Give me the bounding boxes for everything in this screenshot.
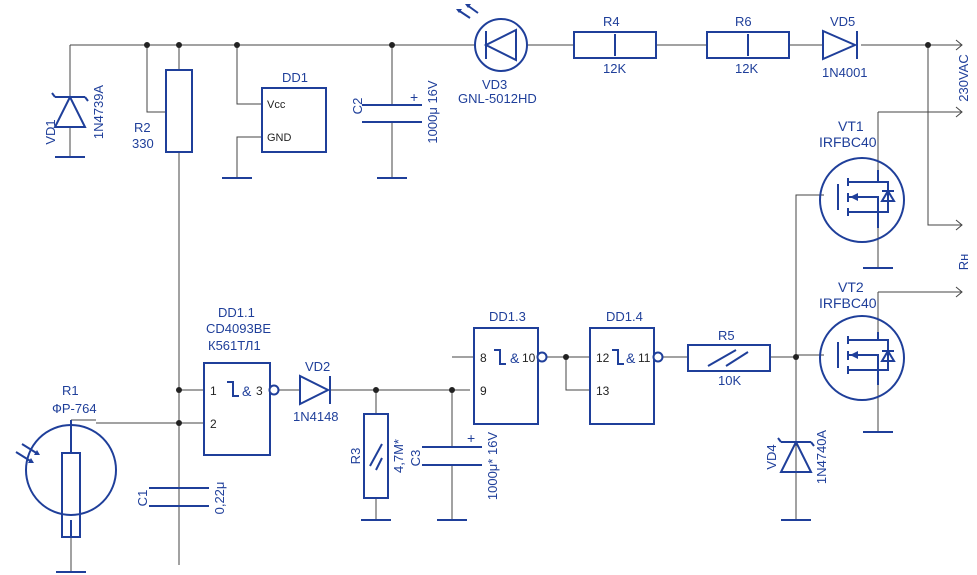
dd1-1-pin1: 1 bbox=[210, 384, 217, 398]
dd1-1-amp: & bbox=[242, 383, 252, 399]
dd1-1-part1: CD4093BE bbox=[206, 321, 271, 336]
c2-ref: C2 bbox=[350, 98, 365, 115]
c1-ref: C1 bbox=[135, 490, 150, 507]
vd5-ref: VD5 bbox=[830, 14, 855, 29]
dd1-4-ref: DD1.4 bbox=[606, 309, 643, 324]
dd1-4-pin13: 13 bbox=[596, 384, 610, 398]
r5-resistor: R5 10K bbox=[687, 328, 771, 388]
vt2-ref: VT2 bbox=[838, 279, 864, 295]
ground-symbols bbox=[55, 156, 893, 573]
r3-resistor: R3 4,7М* bbox=[348, 413, 406, 499]
r1-photoresistor: R1 ФР-764 bbox=[15, 383, 117, 538]
dd1-vcc-pin: Vcc bbox=[267, 99, 286, 111]
vd4-ref: VD4 bbox=[764, 444, 779, 469]
vt1-ref: VT1 bbox=[838, 118, 864, 134]
dd1-1-schmitt-nand: & 1 2 3 DD1.1 CD4093BE К561ТЛ1 bbox=[203, 305, 280, 456]
wires bbox=[69, 39, 963, 572]
vd4-part: 1N4740A bbox=[814, 430, 829, 485]
r2-value: 330 bbox=[132, 136, 154, 151]
vt1-part: IRFBC40 bbox=[819, 134, 877, 150]
r3-value: 4,7М* bbox=[391, 439, 406, 473]
vd2-ref: VD2 bbox=[305, 359, 330, 374]
dd1-3-ref: DD1.3 bbox=[489, 309, 526, 324]
c2-capacitor: + C2 1000μ 16V bbox=[350, 80, 440, 143]
r5-value: 10K bbox=[718, 373, 741, 388]
dd1-4-schmitt-nand: & 12 13 11 DD1.4 bbox=[589, 309, 664, 425]
r4-value: 12K bbox=[603, 61, 626, 76]
r4-ref: R4 bbox=[603, 14, 620, 29]
r1-part: ФР-764 bbox=[52, 401, 97, 416]
dd1-3-schmitt-nand: & 8 9 10 DD1.3 bbox=[473, 309, 548, 425]
vd3-ref: VD3 bbox=[482, 77, 507, 92]
c1-value: 0,22μ bbox=[212, 482, 227, 515]
dd1-1-ref: DD1.1 bbox=[218, 305, 255, 320]
vt1-mosfet: VT1 IRFBC40 bbox=[819, 118, 905, 243]
dd1-4-amp: & bbox=[626, 350, 636, 366]
c2-value: 1000μ 16V bbox=[425, 80, 440, 143]
c3-ref: C3 bbox=[408, 450, 423, 467]
vd2-diode: VD2 1N4148 bbox=[293, 359, 339, 424]
r6-ref: R6 bbox=[735, 14, 752, 29]
vd2-part: 1N4148 bbox=[293, 409, 339, 424]
c2-plus: + bbox=[410, 89, 418, 105]
dd1-3-pin10: 10 bbox=[522, 351, 536, 365]
vd5-diode: VD5 1N4001 bbox=[822, 14, 868, 80]
r5-ref: R5 bbox=[718, 328, 735, 343]
supply-label: 230VAC bbox=[956, 54, 971, 101]
r3-ref: R3 bbox=[348, 448, 363, 465]
c3-capacitor: + C3 1000μ* 16V bbox=[408, 430, 500, 500]
dd1-1-pin2: 2 bbox=[210, 417, 217, 431]
vd4-zener-diode: VD4 1N4740A bbox=[764, 430, 829, 485]
r2-trimmer-resistor: R2 330 bbox=[132, 69, 193, 153]
load-label: Rн bbox=[956, 254, 971, 271]
vd1-ref: VD1 bbox=[43, 119, 58, 144]
r6-resistor: R6 12K bbox=[706, 14, 790, 76]
dd1-1-pin3: 3 bbox=[256, 384, 263, 398]
c3-plus: + bbox=[467, 430, 475, 446]
dd1-1-part2: К561ТЛ1 bbox=[208, 338, 261, 353]
vt2-mosfet: VT2 IRFBC40 bbox=[819, 279, 905, 401]
dd1-3-pin8: 8 bbox=[480, 351, 487, 365]
junction-dots bbox=[144, 42, 931, 426]
dd1-3-pin9: 9 bbox=[480, 384, 487, 398]
vd1-zener-diode: VD1 1N4739A bbox=[43, 85, 106, 145]
vt2-part: IRFBC40 bbox=[819, 295, 877, 311]
dd1-3-amp: & bbox=[510, 350, 520, 366]
vd1-part: 1N4739A bbox=[91, 85, 106, 140]
dd1-4-pin11: 11 bbox=[638, 351, 651, 365]
dd1-power-block: DD1 Vcc GND bbox=[261, 70, 327, 153]
vd3-led: VD3 GNL-5012HD bbox=[456, 4, 537, 106]
r6-value: 12K bbox=[735, 61, 758, 76]
r4-resistor: R4 12K bbox=[573, 14, 657, 76]
c3-value: 1000μ* 16V bbox=[485, 432, 500, 501]
r2-ref: R2 bbox=[134, 120, 151, 135]
c1-capacitor: C1 0,22μ bbox=[135, 482, 227, 515]
dd1-gnd-pin: GND bbox=[267, 132, 292, 144]
r1-ref: R1 bbox=[62, 383, 79, 398]
dd1-ref: DD1 bbox=[282, 70, 308, 85]
vd5-part: 1N4001 bbox=[822, 65, 868, 80]
vd3-part: GNL-5012HD bbox=[458, 91, 537, 106]
dd1-4-pin12: 12 bbox=[596, 351, 610, 365]
